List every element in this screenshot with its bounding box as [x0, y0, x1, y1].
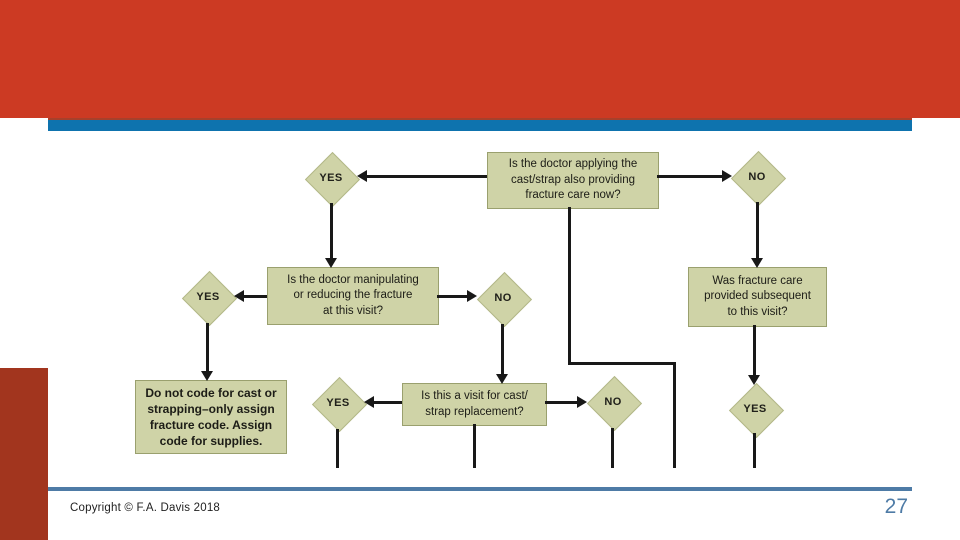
arrowhead-down	[496, 374, 508, 384]
decision-label: NO	[494, 292, 512, 304]
arrowhead-right	[722, 170, 732, 182]
decision-label: YES	[196, 291, 220, 303]
top-banner	[0, 0, 960, 118]
connector-stub-yes4	[753, 433, 756, 468]
arrowhead-right	[467, 290, 477, 302]
flow-box-text: Do not code for cast or strapping–only a…	[145, 386, 277, 448]
connector-elbow-horizontal	[568, 362, 676, 365]
connector-stub-no3	[611, 428, 614, 468]
flow-box-applying-cast: Is the doctor applying the cast/strap al…	[487, 152, 659, 209]
flow-diamond-mid-yes: YES	[181, 270, 237, 326]
footer-divider	[48, 487, 912, 491]
connector-yes2-down	[206, 323, 209, 371]
flow-diamond-bottom-right-yes: YES	[728, 382, 784, 438]
connector-box5-to-yes3	[374, 401, 402, 404]
connector-box2-to-no2	[437, 295, 467, 298]
connector-box3-down	[753, 325, 756, 375]
left-accent-bar	[0, 368, 48, 540]
flow-box-manipulating: Is the doctor manipulating or reducing t…	[267, 267, 439, 325]
connector-yes1-down	[330, 203, 333, 258]
connector-stub-yes3	[336, 429, 339, 468]
flow-box-text: Is the doctor applying the cast/strap al…	[508, 158, 638, 202]
connector-elbow-down	[673, 362, 676, 468]
arrowhead-left	[364, 396, 374, 408]
flow-diamond-bottom-no: NO	[586, 375, 642, 431]
connector-box2-to-yes2	[244, 295, 267, 298]
page-number: 27	[884, 495, 908, 518]
arrowhead-down	[325, 258, 337, 268]
decision-label: NO	[748, 171, 766, 183]
arrowhead-down	[748, 375, 760, 385]
title-accent-bar	[48, 118, 912, 131]
flow-diamond-mid-no: NO	[476, 271, 532, 327]
connector-stub-box5	[473, 424, 476, 468]
connector-box1-to-no1	[657, 175, 722, 178]
connector-box5-to-no3	[545, 401, 577, 404]
arrowhead-right	[577, 396, 587, 408]
flow-diamond-top-no: NO	[730, 150, 786, 206]
arrowhead-left	[234, 290, 244, 302]
decision-label: YES	[326, 397, 350, 409]
flow-box-text: Is this a visit for cast/ strap replacem…	[421, 390, 528, 418]
connector-no1-down	[756, 202, 759, 258]
decision-label: YES	[743, 403, 767, 415]
flow-box-subsequent-care: Was fracture care provided subsequent to…	[688, 267, 827, 327]
copyright-text: Copyright © F.A. Davis 2018	[70, 502, 221, 514]
decision-label: NO	[604, 396, 622, 408]
arrowhead-down	[201, 371, 213, 381]
connector-box1-to-yes1	[366, 175, 487, 178]
flow-box-replacement-visit: Is this a visit for cast/ strap replacem…	[402, 383, 547, 426]
connector-elbow-vertical	[568, 207, 571, 365]
flow-box-text: Was fracture care provided subsequent to…	[704, 274, 811, 318]
decision-label: YES	[319, 172, 343, 184]
arrowhead-left	[357, 170, 367, 182]
flow-diamond-top-yes: YES	[304, 151, 360, 207]
connector-no2-down	[501, 324, 504, 374]
flow-diamond-bottom-left-yes: YES	[311, 376, 367, 432]
flow-box-do-not-code: Do not code for cast or strapping–only a…	[135, 380, 287, 454]
arrowhead-down	[751, 258, 763, 268]
flow-box-text: Is the doctor manipulating or reducing t…	[287, 273, 419, 317]
